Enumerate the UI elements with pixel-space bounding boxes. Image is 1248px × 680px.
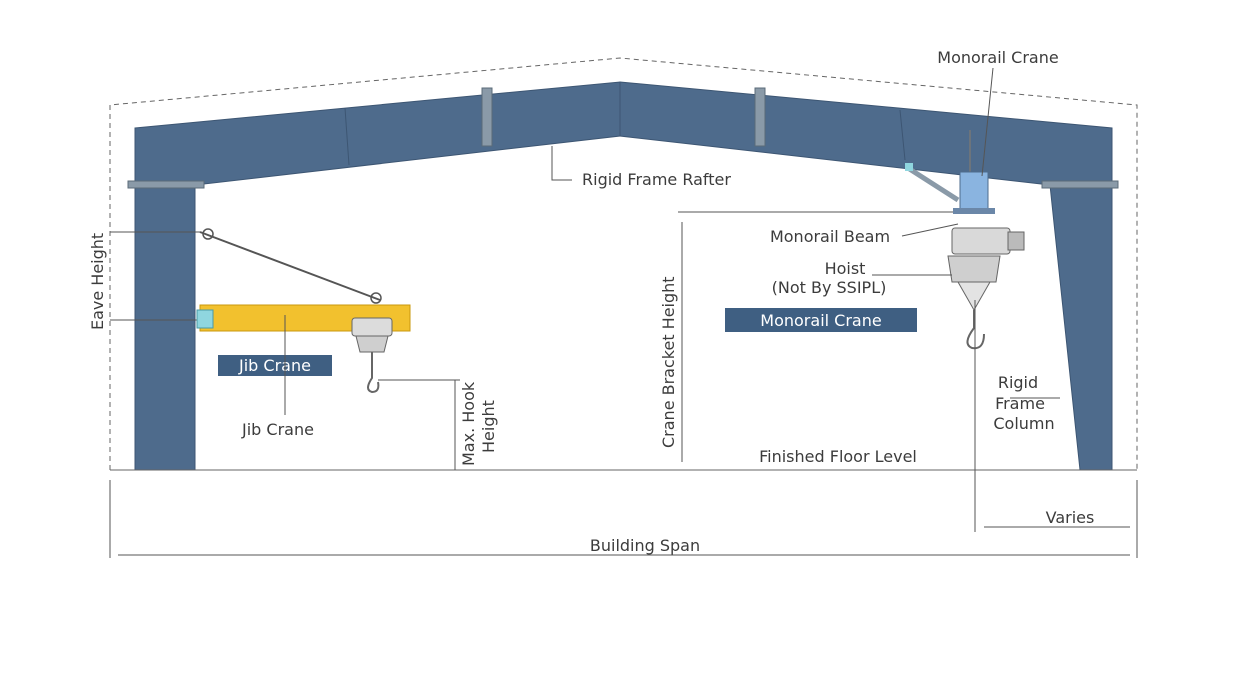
jib-crane-label-box: [218, 355, 332, 376]
left-rafter: [134, 81, 621, 186]
monorail-crane-box-label: Monorail Crane: [760, 311, 881, 330]
jib-trolley: [351, 317, 393, 337]
hoist-hook-block: [957, 281, 991, 312]
hoist-label-1: Hoist: [825, 259, 866, 278]
jib-hoist-body: [355, 335, 389, 353]
hoist-trolley: [951, 227, 1011, 255]
monorail-beam-leader: [901, 223, 959, 237]
rafter-splice-right: [754, 87, 766, 147]
rafter-leader: [551, 146, 572, 181]
right-column: [1049, 184, 1113, 471]
jib-tie-anchor: [202, 228, 214, 240]
varies-label: Varies: [1046, 508, 1095, 527]
crane-bracket-height-label: Crane Bracket Height: [659, 276, 678, 448]
max-hook-height-label-1: Max. Hook: [459, 381, 478, 466]
jib-tie-end: [370, 292, 382, 304]
monorail-beam-block: [959, 171, 989, 213]
building-span-label: Building Span: [590, 536, 700, 555]
eave-plate-left: [127, 180, 205, 189]
finished-floor-level-label: Finished Floor Level: [759, 447, 917, 466]
jib-crane-label: Jib Crane: [241, 420, 314, 439]
rafter-splice-left: [481, 87, 493, 147]
jib-tie-rod: [199, 231, 381, 301]
jib-hook-icon: [367, 352, 380, 394]
building-outline: [109, 57, 1138, 470]
monorail-bracket-clip: [905, 163, 913, 171]
eave-plate-right: [1041, 180, 1119, 189]
left-column: [134, 184, 196, 471]
rigid-frame-rafter-label: Rigid Frame Rafter: [582, 170, 731, 189]
rigid-frame-column-label-1: Rigid: [998, 373, 1038, 392]
monorail-crane-label-box: [725, 308, 917, 332]
monorail-crane-top-label: Monorail Crane: [937, 48, 1058, 67]
monorail-bracket-arm: [906, 165, 960, 203]
monorail-beam-flange: [953, 208, 995, 214]
hoist-hook-icon: [966, 310, 985, 350]
hoist-motor: [1007, 231, 1025, 251]
jib-crane-box-label: Jib Crane: [238, 356, 311, 375]
rafter-seam-1: [344, 107, 350, 166]
monorail-beam-label: Monorail Beam: [770, 227, 890, 246]
hoist-body: [947, 255, 1001, 283]
jib-pivot: [196, 309, 214, 329]
max-hook-height-label-2: Height: [479, 400, 498, 453]
rafter-seam-2: [899, 109, 906, 161]
monorail-crane-top-leader: [981, 67, 994, 177]
rigid-frame-column-label-2: Frame: [995, 394, 1045, 413]
rigid-frame-column-label-3: Column: [993, 414, 1054, 433]
hoist-label-2: (Not By SSIPL): [772, 278, 887, 297]
eave-height-label: Eave Height: [88, 233, 107, 330]
